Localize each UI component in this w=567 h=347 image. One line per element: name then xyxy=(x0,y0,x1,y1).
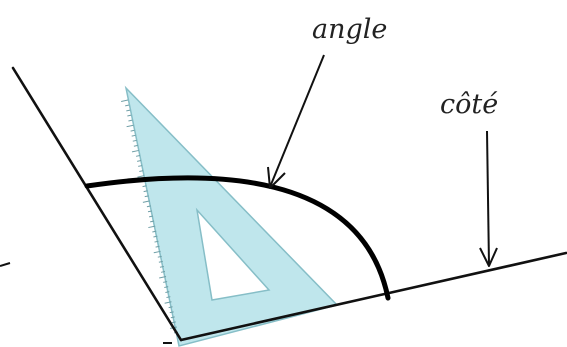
side-right-line xyxy=(179,251,567,342)
scale-tick xyxy=(164,301,172,304)
scale-tick xyxy=(137,160,142,162)
scale-tick xyxy=(155,245,160,248)
scale-tick xyxy=(126,124,134,128)
scale-tick xyxy=(139,170,144,172)
angle-arc xyxy=(84,175,391,301)
set-square-body xyxy=(124,85,339,347)
set-square xyxy=(121,85,339,347)
scale-tick xyxy=(142,200,150,203)
scale-tick xyxy=(148,225,156,229)
scale-tick xyxy=(168,306,173,309)
scale-tick xyxy=(135,154,141,157)
scale-tick xyxy=(165,291,170,293)
scale-tick xyxy=(130,129,135,132)
scale-tick xyxy=(153,250,161,254)
side-left-line xyxy=(11,66,183,342)
scale-tick xyxy=(131,134,136,137)
angle-arrow xyxy=(267,54,325,189)
scale-tick xyxy=(143,190,148,193)
side-arrow xyxy=(479,130,498,267)
scale-tick xyxy=(164,286,169,288)
set-square-scale xyxy=(121,99,179,334)
scale-tick xyxy=(137,175,145,178)
scale-tick xyxy=(147,210,153,213)
scale-tick xyxy=(138,165,143,167)
scale-tick xyxy=(126,109,131,112)
scale-tick xyxy=(146,205,151,208)
scale-tick xyxy=(121,99,129,102)
scale-tick xyxy=(133,144,138,147)
scale-tick xyxy=(132,139,137,142)
scale-tick xyxy=(171,321,176,324)
scale-tick xyxy=(128,119,133,122)
side-label: côté xyxy=(440,89,498,120)
scale-tick xyxy=(160,270,166,273)
scale-tick xyxy=(144,195,149,198)
scale-tick xyxy=(152,230,157,233)
scale-tick xyxy=(166,296,171,299)
stray-line xyxy=(0,262,11,267)
scale-tick xyxy=(154,240,159,243)
scale-tick xyxy=(169,311,174,314)
angle-label: angle xyxy=(312,14,387,45)
scale-tick xyxy=(157,255,162,258)
scale-tick xyxy=(125,104,130,107)
scale-tick xyxy=(163,281,168,283)
scale-tick xyxy=(159,265,164,268)
scale-tick xyxy=(127,114,132,117)
scale-tick xyxy=(131,149,139,153)
scale-tick xyxy=(148,215,154,218)
scale-tick xyxy=(142,185,147,188)
scale-tick xyxy=(153,235,158,238)
scale-tick xyxy=(159,276,167,279)
scale-tick xyxy=(150,220,155,223)
scale-tick xyxy=(158,260,163,263)
scale-tick xyxy=(170,316,175,319)
